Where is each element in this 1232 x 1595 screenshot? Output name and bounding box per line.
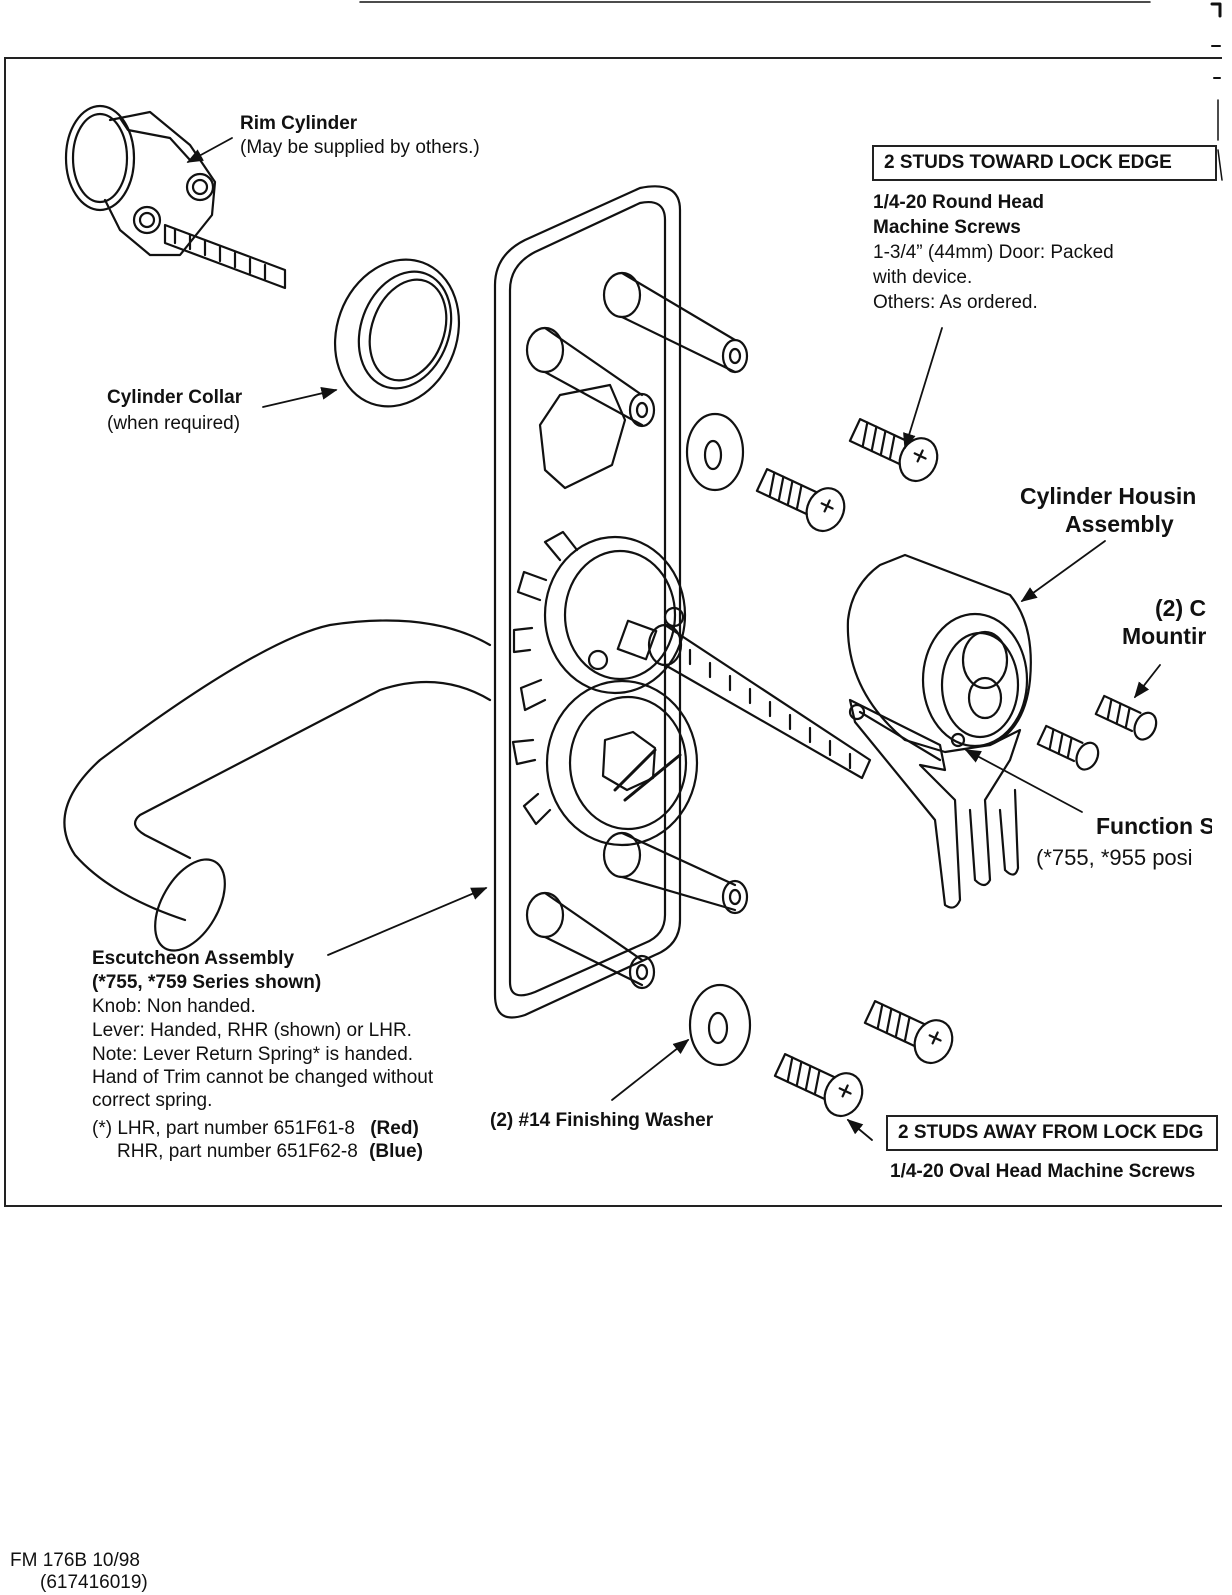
- studs-toward-lock-edge-box: 2 STUDS TOWARD LOCK EDGE: [872, 145, 1217, 181]
- function-slide-note: (*755, *955 posi: [1036, 845, 1193, 870]
- cylinder-collar-part: [333, 258, 461, 408]
- rim-cylinder-note: (May be supplied by others.): [240, 137, 480, 158]
- form-number: FM 176B 10/98: [10, 1550, 140, 1571]
- machine-screws-part: [755, 418, 1158, 1118]
- escutcheon-lever-note: Lever: Handed, RHR (shown) or LHR.: [92, 1020, 412, 1041]
- escutcheon-knob-note: Knob: Non handed.: [92, 996, 256, 1017]
- rim-cylinder-part: [64, 104, 287, 290]
- escutcheon-hand-note: Hand of Trim cannot be changed without: [92, 1067, 434, 1088]
- rhr-color: (Blue): [369, 1141, 423, 1162]
- escutcheon-plate-part: [493, 185, 749, 1019]
- cam-mechanism-part: [511, 530, 872, 847]
- lhr-color: (Red): [370, 1118, 419, 1139]
- rim-cylinder-label: Rim Cylinder: [240, 113, 358, 134]
- mounting-label-line1: (2) C: [1155, 595, 1207, 621]
- escutcheon-lhr-part: (*) LHR, part number 651F61-8 (Red): [92, 1117, 419, 1141]
- lever-handle-part: [63, 619, 492, 952]
- mounting-label-line2: Mountir: [1122, 623, 1207, 649]
- escutcheon-rhr-part: RHR, part number 651F62-8 (Blue): [117, 1140, 423, 1164]
- studs-away-lock-edge-box: 2 STUDS AWAY FROM LOCK EDG: [886, 1115, 1218, 1151]
- cylinder-housing-part: [846, 553, 1032, 909]
- round-head-label-line2: Machine Screws: [873, 217, 1021, 238]
- cylinder-collar-note: (when required): [107, 413, 241, 434]
- escutcheon-spring-note-2: correct spring.: [92, 1090, 213, 1111]
- cylinder-collar-label: Cylinder Collar: [107, 387, 243, 408]
- finishing-washer-label: (2) #14 Finishing Washer: [490, 1110, 714, 1131]
- escutcheon-series: (*755, *759 Series shown): [92, 972, 322, 993]
- oval-head-label: 1/4-20 Oval Head Machine Screws: [890, 1161, 1196, 1182]
- callout-leaders: [186, 137, 1161, 1141]
- part-number: (617416019): [40, 1572, 148, 1593]
- rhr-part-number: RHR, part number 651F62-8: [117, 1141, 358, 1162]
- cylinder-housing-label-line1: Cylinder Housin: [1020, 483, 1197, 509]
- lhr-part-number: (*) LHR, part number 651F61-8: [92, 1118, 355, 1139]
- diagram-frame: [4, 57, 1222, 1207]
- cylinder-housing-label-line2: Assembly: [1065, 511, 1174, 537]
- function-slide-label: Function S: [1096, 813, 1212, 839]
- escutcheon-label: Escutcheon Assembly: [92, 948, 295, 969]
- round-head-note-line2: with device.: [873, 267, 973, 288]
- round-head-label-line1: 1/4-20 Round Head: [873, 192, 1045, 213]
- finishing-washer-part: [685, 412, 752, 1067]
- round-head-note-line3: Others: As ordered.: [873, 292, 1038, 313]
- escutcheon-spring-note: Note: Lever Return Spring* is handed.: [92, 1044, 414, 1065]
- round-head-note-line1: 1-3/4” (44mm) Door: Packed: [873, 242, 1114, 263]
